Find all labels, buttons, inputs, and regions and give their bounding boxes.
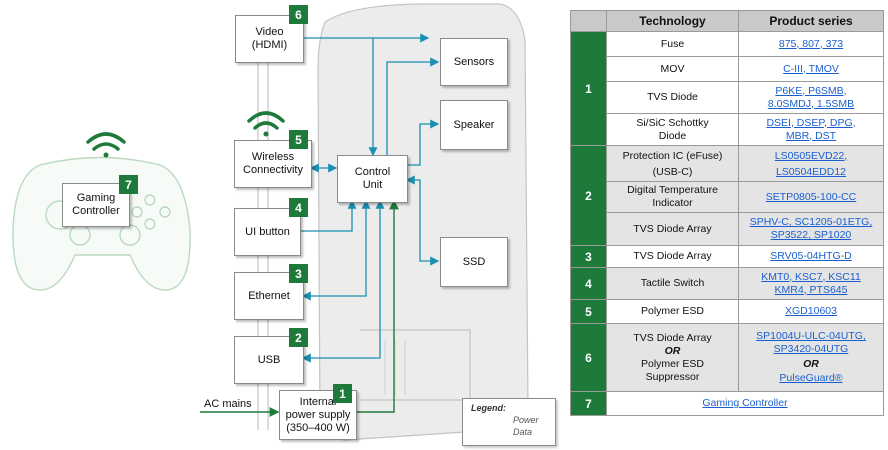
technology-cell: TVS Diode Array bbox=[606, 212, 739, 246]
product-link[interactable]: XGD10603 bbox=[785, 305, 837, 317]
product-cell: XGD10603 bbox=[738, 299, 884, 324]
product-link[interactable]: 875, 807, 373 bbox=[778, 37, 844, 50]
group-number: 4 bbox=[570, 267, 607, 300]
product-link[interactable]: KMT0, KSC7, KSC11 bbox=[761, 270, 861, 283]
product-link[interactable]: SP1004U-ULC-04UTG, bbox=[756, 330, 866, 342]
table-row: 2 Protection IC (eFuse) (USB-C) LS0505EV… bbox=[570, 145, 884, 246]
technology-cell: Tactile Switch bbox=[606, 267, 739, 300]
table-row: Si/SiC Schottky Diode DSEI, DSEP, DPG, M… bbox=[571, 113, 884, 146]
sensors-box: Sensors bbox=[440, 38, 508, 86]
legend-data-label: Data bbox=[513, 427, 533, 437]
badge-7: 7 bbox=[119, 175, 138, 194]
table-row: MOV C-III, TMOV bbox=[571, 56, 884, 82]
group-number: 1 bbox=[570, 31, 607, 146]
group-number: 2 bbox=[570, 145, 607, 246]
product-table: Technology Product series 1 Fuse 875, 80… bbox=[570, 10, 884, 416]
badge-4: 4 bbox=[289, 198, 308, 217]
product-link[interactable]: SPHV-C, SC1205-01ETG, bbox=[749, 216, 873, 228]
product-link[interactable]: P6KE, P6SMB, bbox=[775, 84, 847, 97]
technology-cell: Protection IC (eFuse) (USB-C) bbox=[606, 145, 739, 182]
product-link[interactable]: DSEI, DSEP, DPG, bbox=[766, 116, 856, 129]
badge-5: 5 bbox=[289, 130, 308, 149]
product-link[interactable]: SP3420-04UTG bbox=[773, 343, 849, 355]
ssd-box: SSD bbox=[440, 237, 508, 287]
technology-cell: MOV bbox=[606, 56, 739, 82]
technology-cell: Fuse bbox=[606, 31, 739, 57]
technology-cell: Polymer ESD bbox=[606, 299, 739, 324]
legend-title: Legend: bbox=[471, 403, 506, 413]
product-link[interactable]: 8.0SMDJ, 1.5SMB bbox=[767, 97, 855, 110]
ui-button-box: UI button bbox=[234, 208, 301, 256]
product-link[interactable]: SP3522, SP1020 bbox=[770, 229, 852, 241]
technology-line: Suppressor bbox=[645, 370, 700, 383]
table-corner bbox=[570, 10, 607, 32]
product-link[interactable]: MBR, DST bbox=[785, 129, 837, 142]
speaker-box: Speaker bbox=[440, 100, 508, 150]
product-link[interactable]: LS0505EVD22, bbox=[774, 149, 848, 162]
product-link[interactable]: PulseGuard® bbox=[779, 372, 843, 384]
group-number: 7 bbox=[570, 391, 607, 416]
group-number: 3 bbox=[570, 245, 607, 268]
technology-cell: Digital Temperature Indicator bbox=[606, 181, 739, 213]
usb-box: USB bbox=[234, 336, 304, 384]
group-number: 5 bbox=[570, 299, 607, 324]
header-product-series: Product series bbox=[738, 10, 884, 32]
badge-6: 6 bbox=[289, 5, 308, 24]
badge-2: 2 bbox=[289, 328, 308, 347]
product-cell: C-III, TMOV bbox=[738, 56, 884, 82]
badge-3: 3 bbox=[289, 264, 308, 283]
table-row: TVS Diode P6KE, P6SMB, 8.0SMDJ, 1.5SMB bbox=[571, 81, 884, 114]
ac-mains-label: AC mains bbox=[204, 398, 252, 410]
product-cell: P6KE, P6SMB, 8.0SMDJ, 1.5SMB bbox=[738, 81, 884, 114]
control-unit-box: Control Unit bbox=[337, 155, 408, 203]
power-connections bbox=[200, 199, 399, 417]
legend-power-label: Power bbox=[513, 415, 539, 425]
product-link[interactable]: SRV05-04HTG-D bbox=[770, 250, 852, 262]
product-cell: Gaming Controller bbox=[606, 391, 884, 416]
product-cell: LS0505EVD22, LS0504EDD12 bbox=[738, 145, 884, 182]
badge-1: 1 bbox=[333, 384, 352, 403]
product-cell: KMT0, KSC7, KSC11 KMR4, PTS645 bbox=[738, 267, 884, 300]
or-label: OR bbox=[803, 358, 819, 370]
header-technology: Technology bbox=[606, 10, 739, 32]
product-cell: DSEI, DSEP, DPG, MBR, DST bbox=[738, 113, 884, 146]
legend: Legend: Power Data bbox=[462, 398, 556, 446]
table-row: TVS Diode Array SPHV-C, SC1205-01ETG, SP… bbox=[571, 212, 884, 246]
table-row: Digital Temperature Indicator SETP0805-1… bbox=[571, 181, 884, 213]
technology-line: Polymer ESD bbox=[640, 357, 704, 370]
table-row: 3 TVS Diode Array SRV05-04HTG-D bbox=[570, 245, 884, 268]
product-link[interactable]: Gaming Controller bbox=[702, 397, 788, 409]
table-row: 5 Polymer ESD XGD10603 bbox=[570, 299, 884, 324]
technology-line: TVS Diode Array bbox=[633, 331, 712, 344]
table-row: 1 Fuse 875, 807, 373 bbox=[570, 31, 884, 146]
product-link[interactable]: C-III, TMOV bbox=[783, 62, 839, 75]
technology-cell: TVS Diode Array bbox=[606, 245, 739, 268]
technology-cell: Si/SiC Schottky Diode bbox=[606, 113, 739, 146]
group-number: 6 bbox=[570, 323, 607, 392]
gaming-controller-box: Gaming Controller bbox=[62, 183, 130, 227]
table-row: 4 Tactile Switch KMT0, KSC7, KSC11 KMR4,… bbox=[570, 267, 884, 300]
product-cell: SPHV-C, SC1205-01ETG, SP3522, SP1020 bbox=[738, 212, 884, 246]
data-connections bbox=[300, 33, 440, 363]
technology-cell: TVS Diode bbox=[606, 81, 739, 114]
wifi-icon bbox=[247, 111, 285, 137]
product-link[interactable]: SETP0805-100-CC bbox=[765, 190, 857, 203]
product-cell: SRV05-04HTG-D bbox=[738, 245, 884, 268]
or-label: OR bbox=[664, 344, 681, 357]
product-link[interactable]: KMR4, PTS645 bbox=[774, 283, 848, 296]
table-row: 7 Gaming Controller bbox=[570, 391, 884, 416]
product-link[interactable]: LS0504EDD12 bbox=[775, 165, 847, 178]
product-cell: SP1004U-ULC-04UTG, SP3420-04UTG OR Pulse… bbox=[738, 323, 884, 392]
wifi-icon bbox=[86, 132, 126, 158]
product-cell: 875, 807, 373 bbox=[738, 31, 884, 57]
product-cell: SETP0805-100-CC bbox=[738, 181, 884, 213]
